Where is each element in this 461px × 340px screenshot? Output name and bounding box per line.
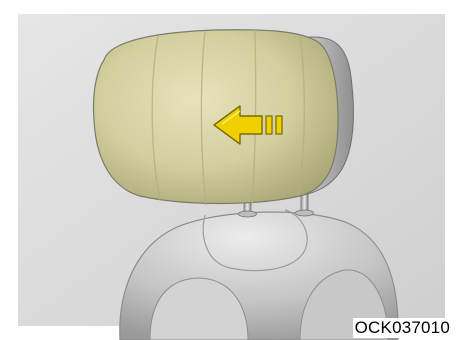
post-collar-right	[296, 210, 314, 216]
figure-code-label: OCK037010	[353, 318, 452, 338]
post-collar-left	[239, 211, 257, 217]
